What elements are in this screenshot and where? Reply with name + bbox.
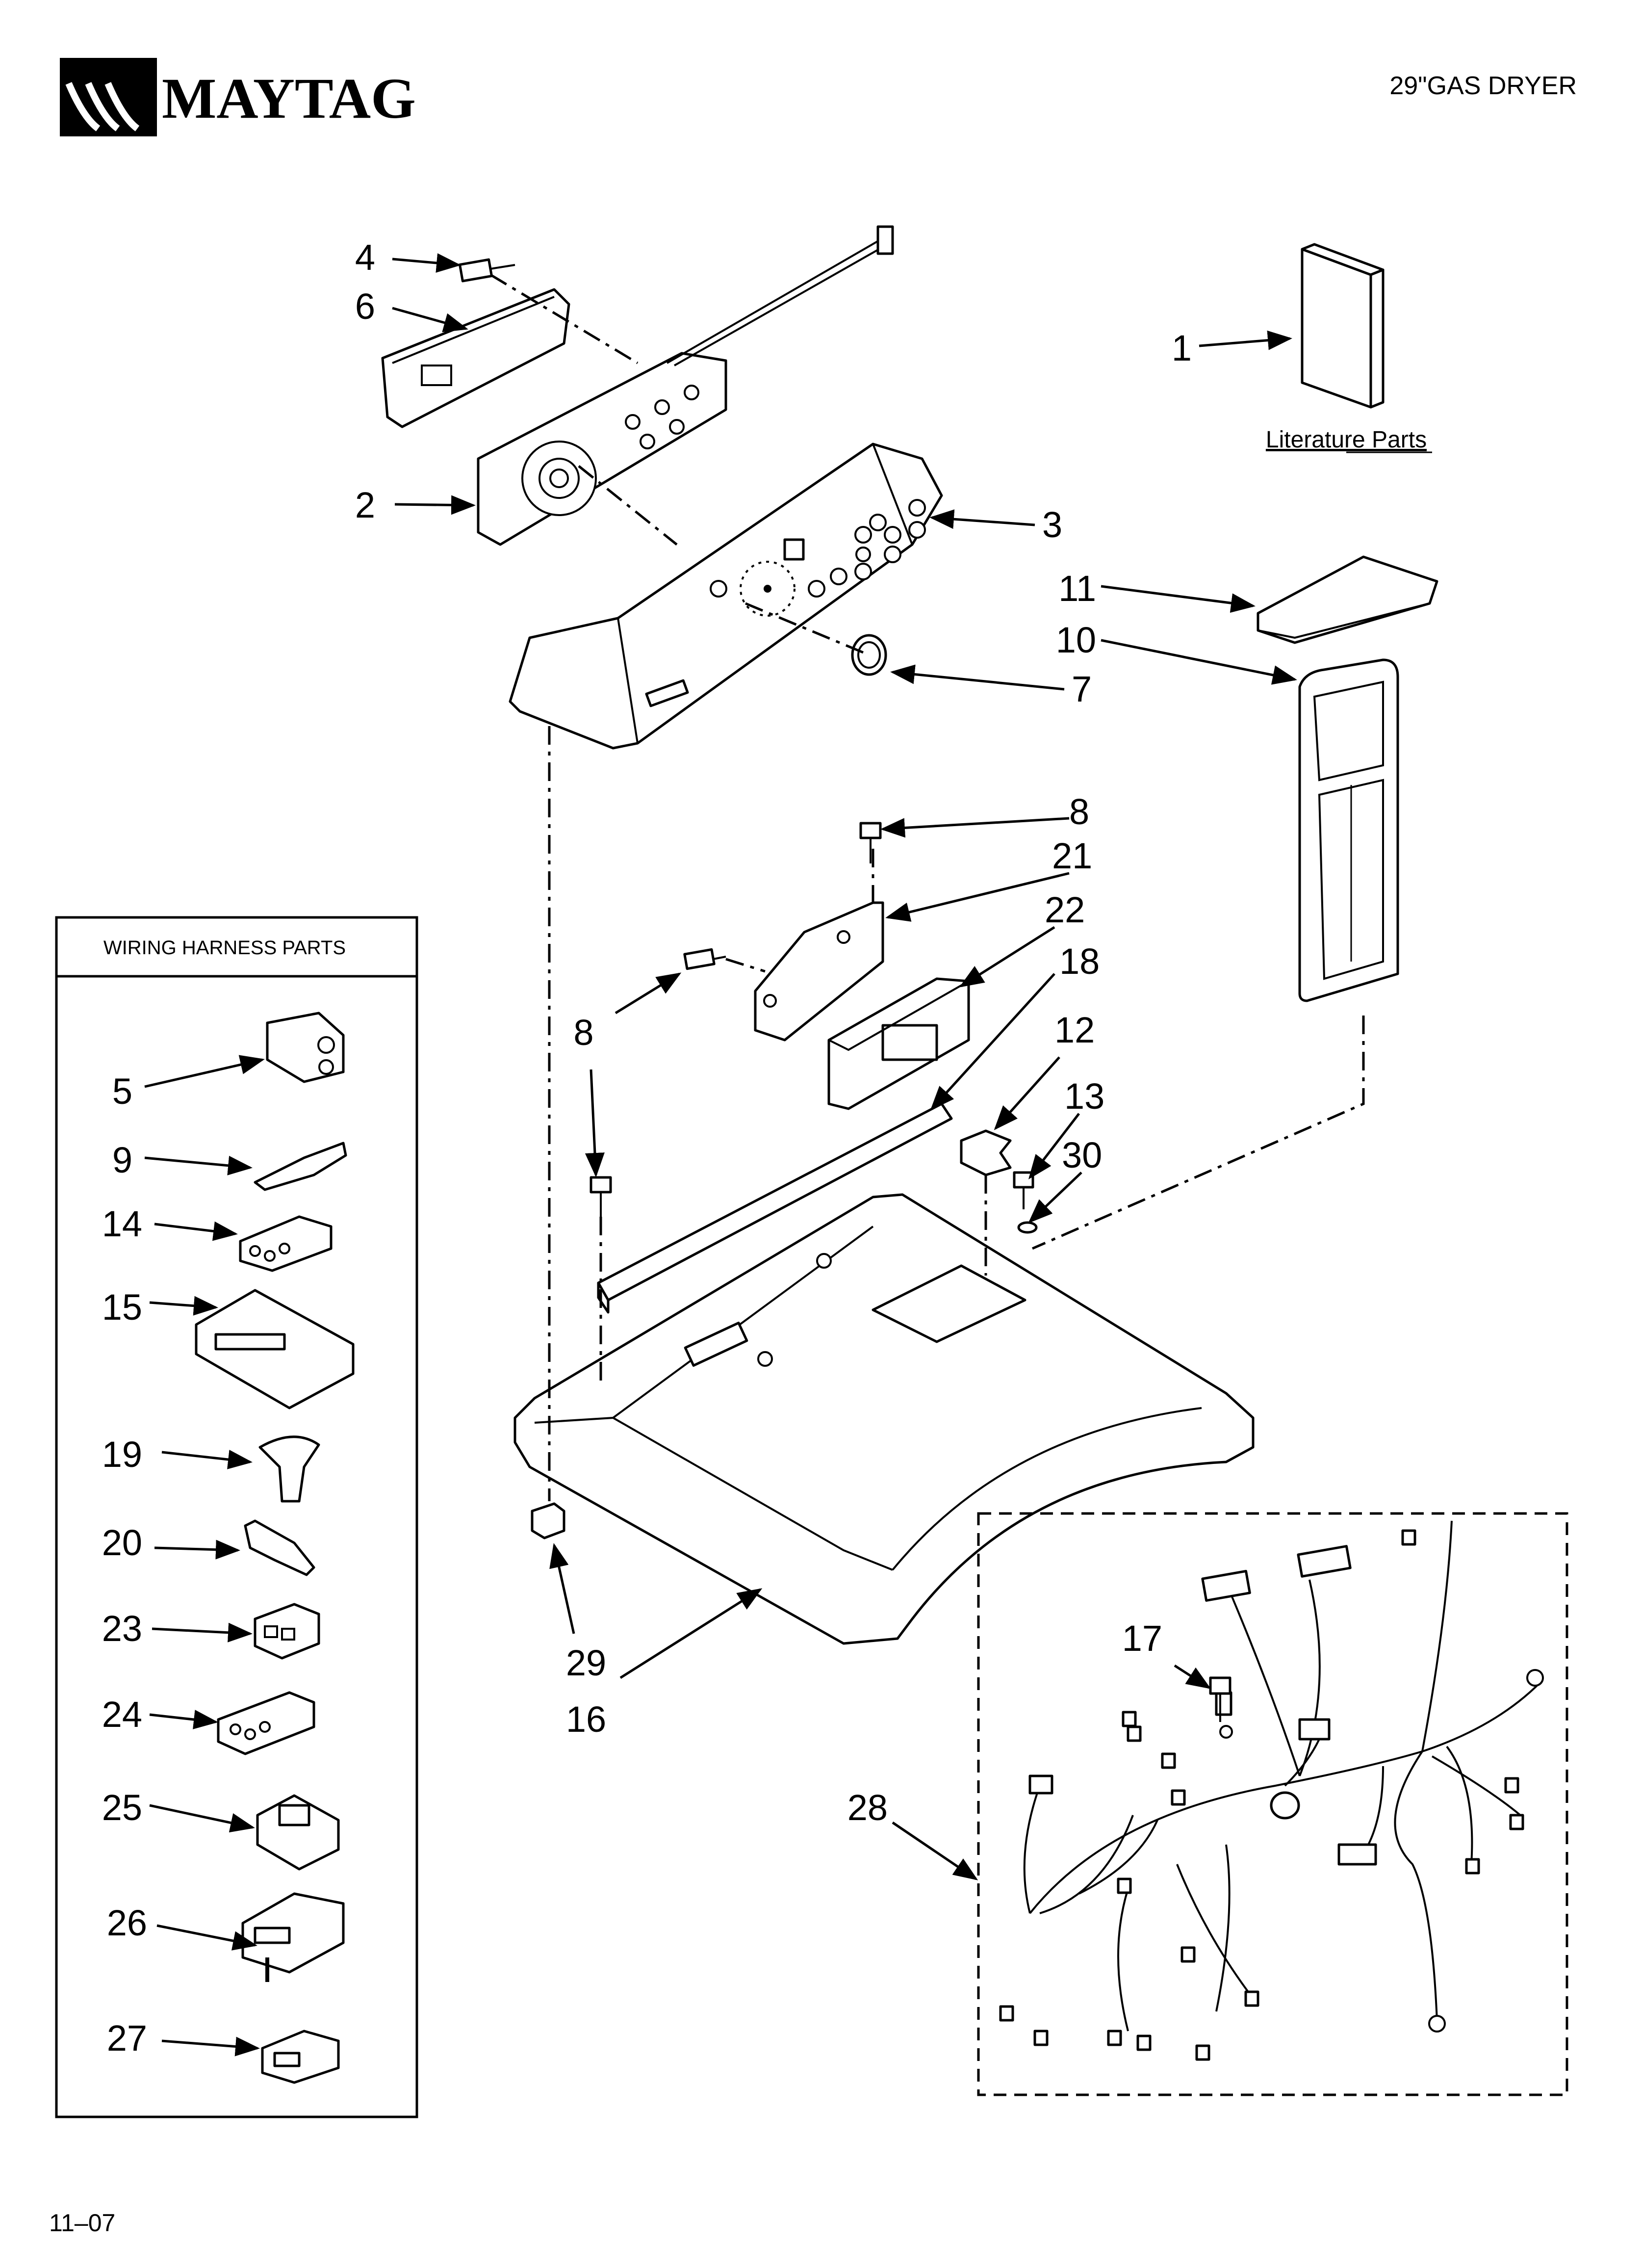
date-code: 11–07 (49, 2209, 115, 2237)
callout-23: 23 (102, 1608, 142, 1649)
literature-booklet (1301, 243, 1385, 409)
screw-8-lower (590, 1176, 612, 1217)
callout-18: 18 (1059, 941, 1100, 982)
callout-2: 2 (355, 485, 375, 525)
wire-harness (999, 1520, 1544, 2061)
callout-16: 16 (566, 1699, 606, 1740)
callout-25: 25 (102, 1787, 142, 1828)
screw-13 (1013, 1171, 1034, 1209)
callout-13: 13 (1064, 1076, 1104, 1117)
connector-23 (254, 1603, 320, 1660)
callout-26: 26 (107, 1903, 147, 1943)
washer-30 (1017, 1221, 1038, 1234)
leader-lines (144, 253, 1297, 2057)
connector-27 (261, 2030, 340, 2084)
screw-8-left (683, 948, 726, 970)
knob-7 (851, 634, 887, 676)
module-22 (827, 977, 970, 1110)
callout-5: 5 (112, 1071, 132, 1112)
callout-8-top: 8 (1069, 791, 1089, 832)
screw-8-top (859, 822, 882, 863)
wiring-box-title: WIRING HARNESS PARTS (103, 937, 346, 959)
connector-5 (266, 1012, 345, 1083)
callout-8-left: 8 (573, 1012, 593, 1053)
control-board (477, 225, 894, 546)
callout-30: 30 (1062, 1135, 1102, 1175)
callout-10: 10 (1056, 620, 1096, 660)
connector-14 (239, 1215, 333, 1272)
console (509, 443, 943, 750)
foot-29 (531, 1502, 565, 1539)
callout-21: 21 (1052, 835, 1092, 876)
callout-7: 7 (1072, 669, 1092, 709)
callout-12: 12 (1054, 1010, 1095, 1050)
maytag-logo: MAYTAG (60, 58, 416, 136)
control-bracket (381, 288, 570, 428)
callout-29: 29 (566, 1642, 606, 1683)
connector-24 (217, 1691, 315, 1755)
callout-14: 14 (102, 1203, 142, 1244)
callout-20: 20 (102, 1522, 142, 1563)
callout-28: 28 (847, 1787, 888, 1828)
callout-27: 27 (107, 2018, 147, 2059)
model-title: 29"GAS DRYER (1389, 72, 1577, 100)
callout-1: 1 (1172, 328, 1192, 368)
wiring-harness-box: WIRING HARNESS PARTS (55, 916, 418, 2118)
top-panel (513, 1193, 1255, 1645)
callout-24: 24 (102, 1694, 142, 1735)
callout-3: 3 (1042, 504, 1062, 545)
callout-9: 9 (112, 1140, 132, 1180)
callout-22: 22 (1045, 889, 1085, 930)
lint-cover-11 (1257, 555, 1438, 644)
literature-label: Literature Parts (1266, 427, 1427, 453)
lint-screen-10 (1298, 658, 1399, 1002)
terminal-9 (254, 1142, 347, 1191)
callout-11: 11 (1058, 568, 1096, 609)
connector-25 (256, 1794, 340, 1871)
clip-19 (258, 1435, 320, 1503)
brand-name: MAYTAG (162, 66, 416, 130)
harness-box (977, 1512, 1568, 2096)
callout-numbers: 4 6 2 3 7 11 10 1 8 21 22 18 12 13 30 8 … (102, 237, 1192, 2059)
screw-4 (459, 258, 515, 283)
connector-26 (241, 1892, 345, 1982)
clip-12 (960, 1129, 1012, 1176)
callout-15: 15 (102, 1287, 142, 1328)
callout-6: 6 (355, 286, 375, 327)
callout-4: 4 (355, 237, 375, 278)
callout-19: 19 (102, 1434, 142, 1475)
callout-17: 17 (1122, 1618, 1162, 1659)
terminal-20 (244, 1519, 315, 1576)
bracket-21 (754, 901, 884, 1042)
connector-15 (195, 1289, 355, 1409)
